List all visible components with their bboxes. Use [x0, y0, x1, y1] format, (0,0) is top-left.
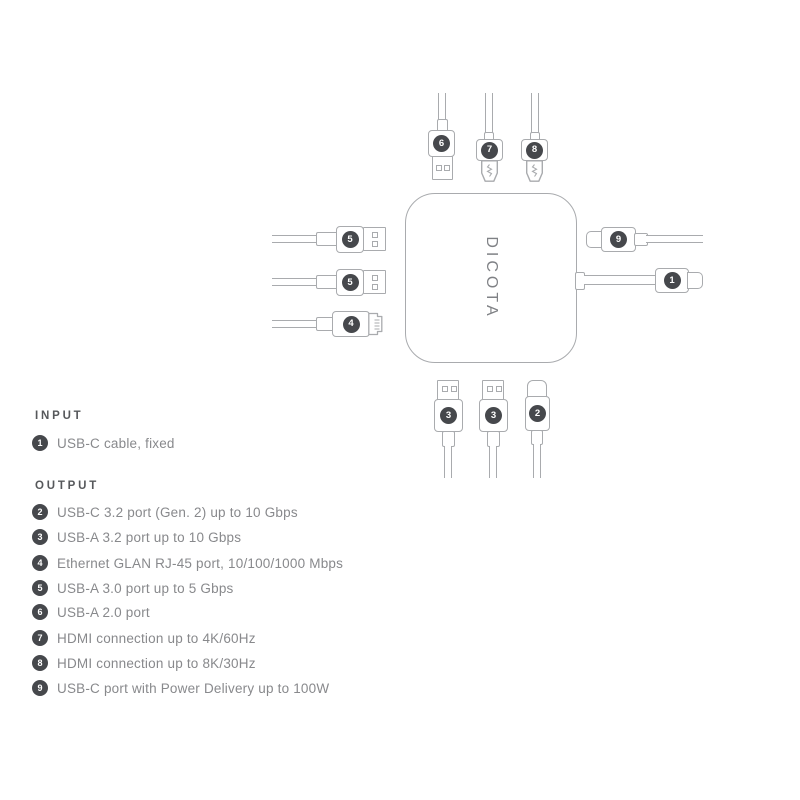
- port-number-badge: 9: [610, 231, 627, 248]
- cable-wire: [485, 93, 493, 135]
- port-number-badge: 2: [529, 405, 546, 422]
- usb-a-plug-icon: [363, 227, 386, 251]
- usb-pin-square: [444, 165, 450, 171]
- cable-8-body: 8: [521, 139, 548, 161]
- port-number-badge: 3: [440, 407, 457, 424]
- usb-pin-square: [442, 386, 448, 392]
- legend-item-output-9: 9 USB-C port with Power Delivery up to 1…: [32, 680, 329, 696]
- usb-pin-square: [372, 275, 378, 281]
- cable-1-body: 1: [655, 268, 689, 293]
- cable-wire: [272, 278, 318, 286]
- usb-pin-square: [372, 284, 378, 290]
- port-number-badge: 7: [32, 630, 48, 646]
- port-number-badge: 7: [481, 141, 498, 159]
- usb-a-plug-icon: [437, 380, 459, 400]
- port-number-badge: 9: [32, 680, 48, 696]
- hdmi-plug-icon: [481, 160, 498, 182]
- usb-a-plug-icon: [482, 380, 504, 400]
- port-number-badge: 5: [32, 580, 48, 596]
- cable-wire: [584, 275, 657, 285]
- port-number-badge: 1: [32, 435, 48, 451]
- cable-4-body: 4: [332, 311, 370, 337]
- input-heading: INPUT: [35, 410, 84, 422]
- usb-pin-square: [451, 386, 457, 392]
- legend-item-text: Ethernet GLAN RJ-45 port, 10/100/1000 Mb…: [57, 555, 344, 571]
- port-number-badge: 2: [32, 504, 48, 520]
- legend-item-output-8: 8 HDMI connection up to 8K/30Hz: [32, 655, 256, 671]
- port-number-badge: 5: [341, 231, 359, 248]
- cable-strain-relief: [442, 431, 455, 447]
- cable-9-body: 9: [601, 227, 636, 252]
- legend-item-output-6: 6 USB-A 2.0 port: [32, 604, 150, 620]
- cable-wire: [489, 446, 497, 478]
- cable-wire: [533, 444, 541, 478]
- port-number-badge: 1: [663, 272, 681, 289]
- legend-item-output-5: 5 USB-A 3.0 port up to 5 Gbps: [32, 580, 234, 596]
- cable-2-body: 2: [525, 396, 550, 431]
- legend-item-output-3: 3 USB-A 3.2 port up to 10 Gbps: [32, 529, 241, 545]
- port-number-badge: 5: [341, 274, 359, 291]
- output-heading: OUTPUT: [35, 480, 100, 492]
- port-number-badge: 4: [32, 555, 48, 571]
- brand-logo: DICOTA: [483, 236, 500, 320]
- usb-a-plug-icon: [432, 156, 453, 180]
- port-number-badge: 4: [342, 315, 360, 333]
- legend-item-output-7: 7 HDMI connection up to 4K/60Hz: [32, 630, 256, 646]
- cable-wire: [438, 93, 446, 121]
- port-number-badge: 8: [32, 655, 48, 671]
- legend-item-text: USB-A 3.0 port up to 5 Gbps: [57, 580, 234, 596]
- legend-item-input-1: 1 USB-C cable, fixed: [32, 435, 175, 451]
- cable-strain-relief: [531, 430, 543, 445]
- cable-strain-relief: [316, 275, 338, 289]
- rj45-plug-icon: [368, 312, 383, 336]
- cable-wire: [272, 320, 318, 328]
- usb-pin-square: [372, 232, 378, 238]
- cable-wire: [444, 446, 452, 478]
- cable-strain-relief: [316, 232, 338, 246]
- legend-item-text: USB-C port with Power Delivery up to 100…: [57, 680, 330, 696]
- port-number-badge: 8: [526, 141, 543, 159]
- legend-item-text: USB-C cable, fixed: [57, 435, 175, 451]
- port-number-badge: 6: [433, 135, 450, 152]
- cable-wire: [272, 235, 318, 243]
- usb-pin-square: [487, 386, 493, 392]
- hdmi-plug-icon: [526, 160, 543, 182]
- legend-item-output-2: 2 USB-C 3.2 port (Gen. 2) up to 10 Gbps: [32, 504, 298, 520]
- cable-wire: [531, 93, 539, 135]
- cable-3a-body: 3: [434, 399, 463, 432]
- cable-3b-body: 3: [479, 399, 508, 432]
- port-number-badge: 6: [32, 604, 48, 620]
- usb-c-plug-icon: [527, 380, 547, 397]
- legend-item-output-4: 4 Ethernet GLAN RJ-45 port, 10/100/1000 …: [32, 555, 343, 571]
- legend-item-text: HDMI connection up to 8K/30Hz: [57, 655, 256, 671]
- port-number-badge: 3: [485, 407, 502, 424]
- cable-strain-relief: [487, 431, 500, 447]
- usb-pin-square: [372, 241, 378, 247]
- usb-pin-square: [436, 165, 442, 171]
- legend-item-text: HDMI connection up to 4K/60Hz: [57, 630, 256, 646]
- usb-a-plug-icon: [363, 270, 386, 294]
- cable-wire: [646, 235, 703, 243]
- cable-5a-body: 5: [336, 226, 364, 253]
- usb-c-plug-icon: [687, 272, 703, 289]
- cable-5b-body: 5: [336, 269, 364, 296]
- legend-item-text: USB-A 3.2 port up to 10 Gbps: [57, 529, 242, 545]
- hub-device-body: DICOTA: [405, 193, 577, 363]
- cable-6-body: 6: [428, 130, 455, 157]
- legend-item-text: USB-A 2.0 port: [57, 604, 150, 620]
- usb-pin-square: [496, 386, 502, 392]
- port-number-badge: 3: [32, 529, 48, 545]
- cable-7-body: 7: [476, 139, 503, 161]
- legend-item-text: USB-C 3.2 port (Gen. 2) up to 10 Gbps: [57, 504, 298, 520]
